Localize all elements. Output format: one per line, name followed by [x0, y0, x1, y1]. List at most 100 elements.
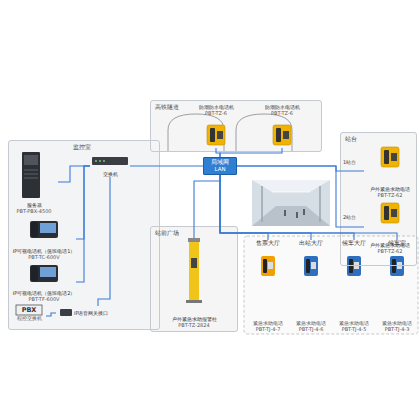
phone-handset	[306, 259, 310, 273]
ip-phone-screen	[40, 267, 56, 277]
model-number: 程控交换机	[17, 315, 42, 321]
phone-icon	[273, 125, 291, 145]
model-number: PBT-TZ-6	[205, 110, 227, 116]
device-node: 交换机	[90, 155, 130, 177]
pillar-panel	[191, 258, 197, 268]
device-node: 售票大厅紧急求助电话PBT-TJ-4-7	[247, 240, 289, 332]
group-title: 监控室	[73, 143, 91, 151]
photo-person	[303, 209, 305, 215]
device-name: IP可视电话机（值班电话2）	[13, 290, 76, 296]
group-title: 高铁隧道	[155, 103, 179, 111]
photo-column	[319, 186, 321, 222]
area-name: 出站大厅	[299, 240, 323, 247]
device-name: 紧急求助电话	[382, 320, 412, 326]
phone-handset	[210, 128, 215, 142]
network-cable	[220, 175, 311, 240]
tunnel-arch	[168, 114, 224, 152]
model-number: PBT-TJ-4-3	[385, 326, 410, 332]
device-name: 服务器	[27, 202, 42, 208]
device-name: 户外紧急求助电话	[370, 186, 410, 192]
model-number: PBT-TZ-62	[378, 248, 403, 254]
network-box: 局域网LAN	[203, 157, 237, 175]
gateway-icon	[60, 309, 72, 316]
device-name: 防潮防水电话机	[199, 104, 234, 110]
device-name: 防潮防水电话机	[265, 104, 300, 110]
ip-phone-screen	[40, 223, 56, 233]
phone-keypad	[283, 131, 289, 139]
photo-light	[272, 192, 310, 193]
server-panel	[24, 155, 38, 165]
server-detail	[24, 170, 38, 171]
phone-icon	[207, 125, 225, 145]
group-fill	[340, 132, 417, 266]
model-number: PBT-TC-600V	[28, 254, 59, 260]
device-node: 防潮防水电话机PBT-TZ-6	[188, 104, 244, 148]
phone-keypad	[311, 262, 316, 269]
device-name: IP语音网关接口	[74, 310, 109, 316]
model-number: PBT-TZ-6	[271, 110, 293, 116]
platform-label: 1站台	[343, 159, 356, 165]
device-node: IP可视电话机（值班电话1）PBT-TC-600V	[12, 218, 76, 260]
switch-light	[95, 160, 97, 162]
group-box: 站前广场户外紧急求助报警柱PBT-TZ-2824	[150, 226, 238, 332]
pillar-icon	[189, 242, 199, 300]
switch-light	[99, 160, 101, 162]
phone-icon	[261, 256, 275, 276]
group-box: 监控室服务器PBT-PBX-4500 交换机 IP可视电话机（值班电话1）PBT-T…	[8, 140, 160, 330]
network-cable	[58, 166, 90, 182]
phone-keypad	[268, 262, 273, 269]
pillar-base	[186, 300, 202, 303]
model-number: PBT-PBX-4500	[17, 208, 52, 214]
ip-phone-icon	[30, 265, 58, 282]
network-cable	[237, 166, 364, 171]
device-name: 户外紧急求助报警柱	[172, 316, 217, 322]
network-cable	[98, 177, 110, 306]
phone-icon	[347, 256, 361, 276]
area-name: 售票大厅	[256, 240, 280, 247]
group-title: 站前广场	[155, 229, 179, 237]
photo-person	[284, 210, 286, 216]
device-node: 候车大厅紧急求助电话PBT-TJ-4-5	[333, 240, 375, 332]
server-detail	[24, 174, 38, 175]
phone-handset	[276, 128, 281, 142]
network-cable	[130, 165, 203, 166]
group-fill	[150, 226, 238, 332]
platform-label: 2站台	[343, 214, 356, 220]
area-frame	[244, 236, 418, 334]
device-name: PBX	[22, 305, 37, 315]
station-photo	[252, 180, 330, 226]
switch-icon	[92, 157, 128, 165]
network-cable	[237, 166, 364, 227]
server-icon	[22, 152, 40, 198]
model-number: PBT-TJ-4-6	[299, 326, 324, 332]
model-number: PBT-TJ-4-5	[342, 326, 367, 332]
server-detail	[24, 178, 38, 179]
photo-person	[296, 212, 298, 218]
phone-handset	[384, 150, 389, 164]
pbx-box	[16, 305, 42, 315]
device-name: 紧急求助电话	[253, 320, 283, 326]
network-label: 局域网	[211, 159, 229, 166]
device-node: 防潮防水电话机PBT-TZ-6	[254, 104, 310, 148]
network-cable	[220, 175, 268, 240]
network-cable	[194, 175, 220, 238]
phone-icon	[390, 256, 404, 276]
network-cable	[220, 148, 282, 157]
device-node: PBX程控交换机	[12, 304, 46, 328]
group-box: 高铁隧道防潮防水电话机PBT-TZ-6防潮防水电话机PBT-TZ-6	[150, 100, 322, 152]
device-node: 出站大厅紧急求助电话PBT-TJ-4-6	[290, 240, 332, 332]
switch-light	[103, 160, 105, 162]
ip-phone-icon	[30, 221, 58, 238]
model-number: PBT-TZ-2824	[178, 322, 209, 328]
phone-handset	[392, 259, 396, 273]
ip-phone-handset	[31, 222, 38, 237]
device-name: 紧急求助电话	[339, 320, 369, 326]
model-number: PBT-TZ-62	[378, 192, 403, 198]
network-cable	[76, 166, 90, 239]
device-name: IP可视电话机（值班电话1）	[13, 248, 76, 254]
model-number: PBT-TJ-4-7	[256, 326, 281, 332]
network-cable	[216, 148, 220, 157]
